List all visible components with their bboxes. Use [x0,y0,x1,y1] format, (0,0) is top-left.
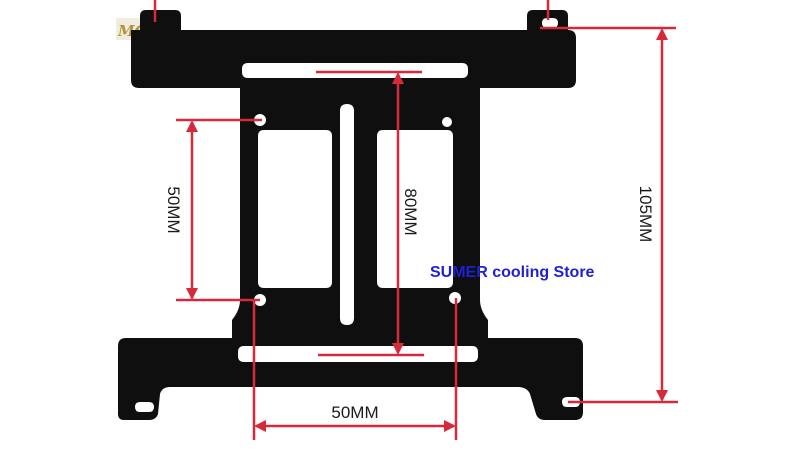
dimension-lines [153,0,678,440]
dimension-label-center: 80MM [401,188,420,235]
dimension-label-left: 50MM [164,186,183,233]
dimension-label-bottom: 50MM [331,403,378,422]
dimension-label-right: 105MM [636,186,655,243]
mounting-bracket-plate [118,10,583,420]
store-watermark: SUMER cooling Store [430,264,595,281]
